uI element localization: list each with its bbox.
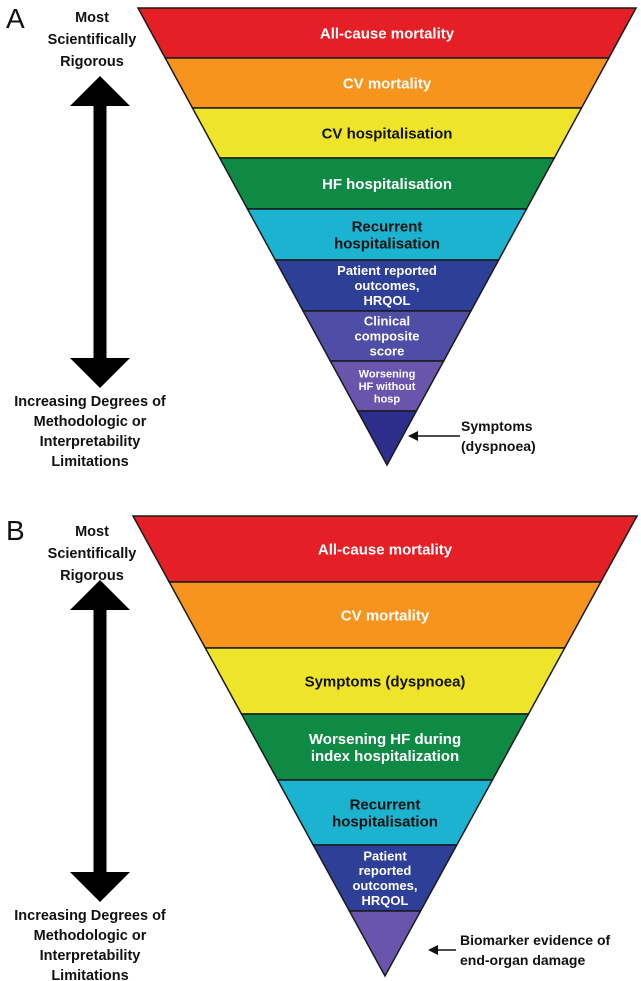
double-arrow-icon — [70, 580, 130, 902]
rigor-top-label: Rigorous — [60, 568, 124, 584]
band-label: Recurrent — [352, 218, 423, 235]
band-label: Patient reported — [337, 263, 437, 278]
band-label: All-cause mortality — [320, 25, 455, 42]
band-label: score — [370, 344, 405, 359]
band-label: hospitalisation — [334, 236, 440, 253]
band-label: CV hospitalisation — [322, 125, 453, 142]
rigor-top-label: Rigorous — [60, 54, 124, 70]
rigor-top-label: Most — [75, 524, 109, 540]
band-label: outcomes, — [354, 278, 419, 293]
limitations-label: Limitations — [51, 968, 128, 981]
rigor-top-label: Scientifically — [48, 546, 137, 562]
double-arrow-icon — [70, 76, 130, 388]
rigor-top-label: Most — [75, 10, 109, 26]
band-label: reported — [359, 863, 412, 878]
band-label: hospitalisation — [332, 814, 438, 831]
tip-callout-label: (dyspnoea) — [461, 438, 536, 454]
band-label: All-cause mortality — [318, 541, 453, 558]
callout-arrow-icon — [408, 431, 418, 441]
band-label: CV mortality — [341, 607, 430, 624]
band-label: HRQOL — [362, 893, 409, 908]
limitations-label: Interpretability — [40, 434, 141, 450]
limitations-label: Limitations — [51, 454, 128, 470]
tip-callout-label: Symptoms — [461, 418, 533, 434]
band-label: HF hospitalisation — [322, 176, 452, 193]
panel-a: A All-cause mortality CV mortality CV hospi… — [6, 3, 638, 470]
callout-arrow-icon — [428, 945, 438, 955]
limitations-label: Interpretability — [40, 948, 141, 964]
pyramid-band — [348, 910, 422, 978]
band-label: Worsening HF during — [309, 731, 461, 748]
limitations-label: Increasing Degrees of — [14, 908, 166, 924]
band-label: hosp — [374, 394, 401, 406]
limitations-label: Increasing Degrees of — [14, 394, 166, 410]
limitations-label: Methodologic or — [34, 414, 147, 430]
tip-callout-label: Biomarker evidence of — [460, 932, 611, 948]
band-label: composite — [354, 329, 419, 344]
band-label: Patient — [363, 848, 407, 863]
panel-b: B All-cause mortality CV mortalitySymptoms… — [6, 515, 639, 981]
limitations-label: Methodologic or — [34, 928, 147, 944]
band-label: Worsening — [359, 368, 416, 380]
panel-letter: A — [6, 3, 25, 34]
band-label: Recurrent — [350, 796, 421, 813]
rigor-top-label: Scientifically — [48, 32, 137, 48]
band-label: outcomes, — [352, 878, 417, 893]
band-label: HRQOL — [364, 293, 411, 308]
band-label: HF without — [359, 381, 416, 393]
band-label: Clinical — [364, 314, 410, 329]
panel-letter: B — [6, 515, 25, 546]
band-label: Symptoms (dyspnoea) — [305, 673, 466, 690]
band-label: index hospitalization — [311, 748, 459, 765]
pyramid-band — [356, 410, 418, 467]
band-label: CV mortality — [343, 75, 432, 92]
tip-callout-label: end-organ damage — [460, 952, 585, 968]
